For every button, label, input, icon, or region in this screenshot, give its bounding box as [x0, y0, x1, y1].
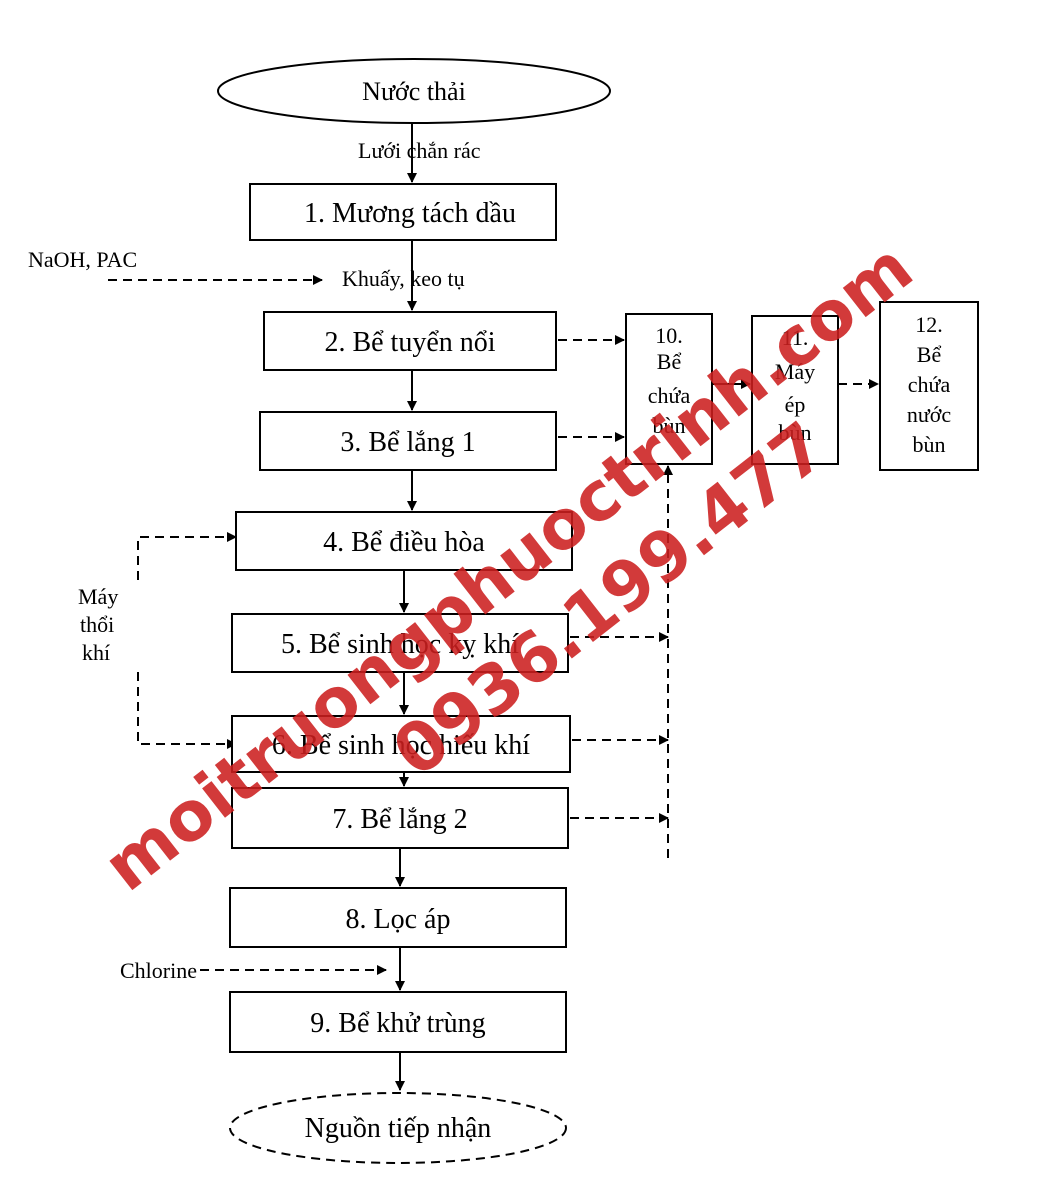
node-8: 8. Lọc áp — [229, 887, 567, 948]
node-12-line-5: bùn — [913, 432, 946, 457]
sink-node: Nguồn tiếp nhận — [229, 1092, 567, 1164]
node-3: 3. Bể lắng 1 — [259, 411, 557, 471]
node-12-line-3: chứa — [908, 372, 951, 397]
node-1: 1. Mương tách dầu — [249, 183, 557, 241]
blower-label-line-1: Máy — [78, 584, 118, 609]
node-10-line-2: Bể — [657, 349, 682, 374]
air-line-to-n4 — [137, 532, 237, 580]
source-node: Nước thải — [217, 58, 611, 124]
node-11-line-4: bùn — [779, 420, 812, 445]
node-12-line-4: nước — [907, 402, 952, 427]
node-8-label: 8. Lọc áp — [346, 904, 451, 935]
node-6: 6. Bể sinh học hiếu khí — [231, 715, 571, 773]
node-11-line-3: ép — [785, 392, 806, 417]
node-3-label: 3. Bể lắng 1 — [340, 427, 475, 458]
source-label: Nước thải — [362, 77, 466, 106]
node-10-line-4: bùn — [653, 413, 686, 438]
node-9: 9. Bể khử trùng — [229, 991, 567, 1053]
node-12-line-2: Bể — [917, 342, 942, 367]
node-2-label: 2. Bể tuyển nổi — [324, 327, 495, 358]
main-flow-arrows — [395, 122, 751, 1091]
node-5-label: 5. Bể sinh học kỵ khí — [281, 629, 519, 660]
blower-label-line-3: khí — [82, 640, 110, 665]
mixing-label: Khuấy, keo tụ — [342, 266, 465, 291]
node-6-label: 6. Bể sinh học hiếu khí — [272, 730, 530, 761]
node-11-line-1: 11. — [782, 325, 809, 350]
node-5: 5. Bể sinh học kỵ khí — [231, 613, 569, 673]
node-4: 4. Bể điều hòa — [235, 511, 573, 571]
node-10-line-1: 10. — [655, 323, 683, 348]
node-2: 2. Bể tuyển nổi — [263, 311, 557, 371]
chlorine-label: Chlorine — [120, 958, 197, 983]
node-9-label: 9. Bể khử trùng — [310, 1008, 485, 1039]
node-10: 10. Bể chứa bùn — [625, 313, 713, 465]
node-4-label: 4. Bể điều hòa — [323, 527, 485, 558]
sink-label: Nguồn tiếp nhận — [305, 1113, 492, 1144]
node-11: 11. Máy ép bùn — [751, 315, 839, 465]
node-11-line-2: Máy — [775, 359, 815, 384]
screen-label: Lưới chắn rác — [358, 138, 481, 163]
node-12: 12. Bể chứa nước bùn — [879, 301, 979, 471]
air-line-to-n6 — [137, 672, 237, 749]
blower-label-line-2: thổi — [80, 612, 114, 637]
node-7-label: 7. Bể lắng 2 — [332, 804, 467, 835]
node-12-line-1: 12. — [915, 312, 943, 337]
node-10-line-3: chứa — [648, 383, 691, 408]
chemicals-label: NaOH, PAC — [28, 247, 137, 272]
node-7: 7. Bể lắng 2 — [231, 787, 569, 849]
dashed-flow-arrows — [108, 275, 879, 975]
node-1-label: 1. Mương tách dầu — [304, 198, 516, 229]
